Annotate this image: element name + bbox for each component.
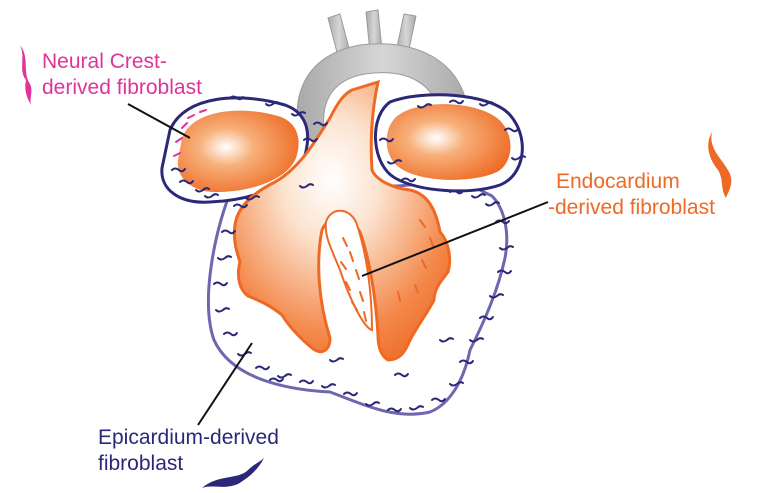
- endocardium-label-line2: -derived fibroblast: [548, 196, 715, 219]
- neural-crest-label-line2: derived fibroblast: [42, 76, 202, 99]
- endocardium-fibroblast-icon: [708, 132, 731, 198]
- neural-crest-fibroblast-icon: [20, 45, 32, 106]
- right-atrium: [387, 104, 511, 180]
- epicardium-label-line1: Epicardium-derived: [98, 426, 279, 449]
- epicardium-label-line2: fibroblast: [98, 452, 183, 475]
- epicardium-fibroblast-icon: [202, 458, 264, 488]
- endocardium-label-line1: Endocardium: [556, 170, 680, 193]
- neural-crest-label-line1: Neural Crest-: [42, 50, 167, 73]
